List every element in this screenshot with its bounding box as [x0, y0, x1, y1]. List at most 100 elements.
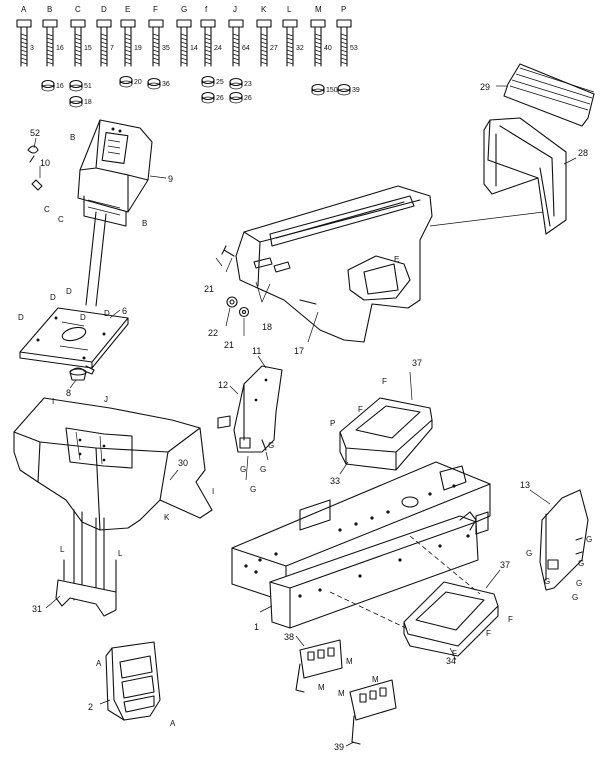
callout-21a: 21 — [204, 284, 214, 294]
ref-letter-f: F — [486, 629, 491, 638]
bolt-size: 14 — [190, 45, 198, 52]
fastener-8 — [69, 365, 95, 381]
frame-hole — [318, 588, 322, 592]
ref-letter-c: C — [58, 215, 64, 224]
main-frame-1 — [231, 461, 491, 629]
ref-letter-g: G — [268, 441, 274, 450]
bushing-22 — [226, 296, 238, 308]
plate-12 — [217, 415, 231, 429]
callout-37b: 37 — [500, 560, 510, 570]
frame-hole — [244, 564, 248, 568]
callout-10: 10 — [40, 158, 50, 168]
frame-hole — [370, 516, 374, 520]
pin-10 — [31, 179, 43, 191]
callout-52: 52 — [30, 128, 40, 138]
ref-letter-f: F — [452, 649, 457, 658]
bolt-g-6: G14 — [176, 5, 198, 67]
ref-letter-f: F — [508, 615, 513, 624]
ref-letter-a: A — [170, 719, 176, 728]
nut-label: 39 — [352, 87, 360, 94]
bolt-e-4: E19 — [120, 5, 142, 67]
ref-letter-d: D — [18, 313, 24, 322]
nut-label: 51 — [84, 83, 92, 90]
nut-8: 26 — [229, 91, 252, 104]
callout-17: 17 — [294, 346, 304, 356]
foot-pad-34 — [403, 581, 499, 657]
ref-letter-c: C — [44, 205, 50, 214]
ref-letter-f: F — [358, 405, 363, 414]
frame-hole — [274, 552, 278, 556]
nut-6: 23 — [229, 77, 252, 90]
callout-2: 2 — [88, 702, 93, 712]
callout-18: 18 — [262, 322, 272, 332]
bolt-letter: K — [261, 5, 267, 14]
bolt-letter: B — [47, 5, 52, 14]
callout-39: 39 — [334, 742, 344, 752]
bolt-m-11: M40 — [310, 5, 332, 67]
clip-52 — [27, 145, 39, 163]
frame-hole — [258, 558, 262, 562]
bolt-size: 32 — [296, 45, 304, 52]
rear-shroud-28 — [483, 117, 567, 235]
grille-29 — [503, 63, 595, 127]
nut-1: 51 — [69, 79, 92, 92]
callout-34: 34 — [446, 656, 456, 666]
frame-hole — [338, 528, 342, 532]
bolt-l-10: L 32 — [282, 5, 304, 67]
bolt-j-8: J 64 — [228, 5, 250, 67]
frame-hole — [428, 492, 432, 496]
bolt-c-2: C15 — [70, 5, 92, 67]
frame-hole — [354, 522, 358, 526]
ref-letter-b: B — [142, 219, 147, 228]
ref-letter-g: G — [572, 593, 578, 602]
ref-letter-k: K — [164, 513, 170, 522]
callout-6: 6 — [122, 306, 127, 316]
callout-9: 9 — [168, 174, 173, 184]
bolt-size: 27 — [270, 45, 278, 52]
ref-letter-m: M — [338, 689, 345, 698]
ref-letter-m: M — [318, 683, 325, 692]
callout-8: 8 — [66, 388, 71, 398]
bolt-f-5: F35 — [148, 5, 170, 67]
callout-1: 1 — [254, 622, 259, 632]
callout-22: 22 — [208, 328, 218, 338]
bolt-size: 3 — [30, 45, 34, 52]
nut-5: 25 — [201, 75, 224, 88]
bolt-letter: E — [125, 5, 130, 14]
dash-panel-17 — [235, 185, 433, 343]
frame-hole — [466, 534, 470, 538]
ref-letter-l: L — [118, 549, 123, 558]
nut-label: 36 — [162, 81, 170, 88]
nut-7: 26 — [201, 91, 224, 104]
ref-letter-m: M — [372, 675, 379, 684]
ref-letter-g: G — [576, 579, 582, 588]
bolt-letter: M — [315, 5, 322, 14]
nut-2: 18 — [69, 95, 92, 108]
ref-letter-b: B — [70, 133, 75, 142]
body-support-frame — [55, 509, 117, 617]
side-panel-13 — [539, 489, 589, 591]
bolt-size: 64 — [242, 45, 250, 52]
bolt-k-9: K 27 — [256, 5, 278, 67]
seat-cushion-33 — [339, 397, 433, 471]
callout-12: 12 — [218, 380, 228, 390]
bolt-size: 24 — [214, 45, 222, 52]
frame-hole — [386, 510, 390, 514]
bolt-letter: L — [287, 5, 292, 14]
nut-label: 26 — [216, 95, 224, 102]
side-panel-11 — [233, 365, 283, 453]
nut-label: 23 — [244, 81, 252, 88]
bolt-letter: P — [341, 5, 346, 14]
bolt-letter: J — [233, 5, 237, 14]
bracket-plate-6 — [19, 307, 129, 369]
ref-letter-d: D — [80, 313, 86, 322]
ref-letter-g: G — [544, 577, 550, 586]
bolt-p-12: P53 — [336, 5, 358, 67]
ref-letter-g: G — [526, 549, 532, 558]
ref-letter-i: I — [52, 397, 54, 406]
nut-label: 25 — [216, 79, 224, 86]
bolt-f-7: f24 — [200, 5, 222, 67]
